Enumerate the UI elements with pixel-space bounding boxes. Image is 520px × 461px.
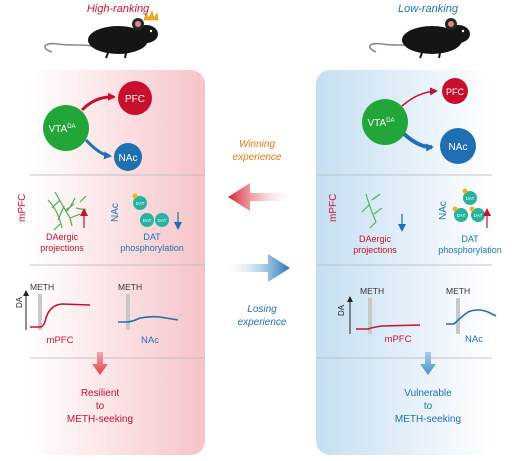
left-outcome-line2: to bbox=[96, 401, 105, 412]
left-dopa-line1: DAergic bbox=[46, 232, 79, 242]
right-panel bbox=[316, 70, 492, 455]
right-mpfc-vertical: mPFC bbox=[328, 194, 339, 222]
right-outcome-line3: METH-seeking bbox=[395, 414, 461, 425]
left-vta-label: VTADA bbox=[48, 124, 75, 135]
right-trace1-label: mPFC bbox=[385, 334, 412, 345]
mouse-high-icon bbox=[44, 10, 159, 59]
left-nac-trace bbox=[118, 315, 179, 323]
left-meth2-bar bbox=[126, 294, 130, 330]
svg-text:DAT: DAT bbox=[143, 218, 152, 223]
winning-line2: experience bbox=[233, 152, 282, 163]
left-pfc-circle bbox=[118, 81, 152, 115]
svg-text:DAT: DAT bbox=[158, 218, 167, 223]
svg-text:DAT: DAT bbox=[474, 213, 483, 218]
left-da-axis-head bbox=[23, 290, 29, 296]
right-vta-label: VTADA bbox=[367, 118, 394, 129]
left-dat-line1: DAT bbox=[143, 232, 161, 242]
right-nac-trace bbox=[446, 309, 497, 325]
right-outcome-line2: to bbox=[424, 401, 433, 412]
left-meth1: METH bbox=[30, 282, 54, 292]
right-dopa-line2: projections bbox=[353, 245, 397, 255]
right-pfc-circle bbox=[442, 78, 468, 104]
left-dat-line2: phosphorylation bbox=[120, 243, 184, 253]
left-mpfc-vertical: mPFC bbox=[17, 194, 28, 222]
right-dat-line1: DAT bbox=[461, 234, 479, 244]
left-nac-circle bbox=[114, 143, 142, 171]
crown-icon bbox=[143, 10, 159, 21]
left-meth1-bar bbox=[38, 294, 42, 330]
right-vta-pfc-arrow bbox=[401, 87, 438, 107]
left-outcome-line3: METH-seeking bbox=[67, 414, 133, 425]
left-nac-vertical: NAc bbox=[110, 203, 121, 222]
left-trace1-label: mPFC bbox=[47, 335, 74, 346]
left-meth2: METH bbox=[118, 282, 142, 292]
right-dat-line2: phosphorylation bbox=[438, 245, 502, 255]
right-meth2: METH bbox=[446, 286, 470, 296]
right-projections-icon bbox=[361, 193, 383, 229]
right-title: Low-ranking bbox=[398, 3, 459, 15]
left-outcome-line1: Resilient bbox=[81, 388, 120, 399]
mouse-low-icon bbox=[369, 18, 470, 59]
left-dat-molecules: DAT DAT DAT bbox=[132, 193, 169, 227]
left-nac-label: NAc bbox=[119, 153, 138, 164]
right-da-axis: DA bbox=[337, 304, 346, 316]
left-vta-nac-arrow bbox=[84, 138, 112, 160]
right-mpfc-trace bbox=[356, 324, 421, 330]
losing-line2: experience bbox=[238, 317, 287, 328]
right-vta-circle bbox=[362, 99, 408, 145]
right-meth2-bar bbox=[456, 298, 460, 334]
right-meth1: METH bbox=[360, 286, 384, 296]
left-panel bbox=[30, 70, 205, 455]
right-dat-molecules: DAT DAT DAT bbox=[452, 188, 485, 222]
right-dopa-line1: DAergic bbox=[359, 234, 392, 244]
losing-arrow bbox=[228, 254, 290, 282]
right-da-axis-head bbox=[347, 296, 353, 302]
left-da-axis: DA bbox=[15, 296, 24, 308]
right-trace2-label: NAc bbox=[465, 334, 483, 345]
right-outcome-line1: Vulnerable bbox=[404, 388, 452, 399]
right-nac-vertical: NAc bbox=[438, 201, 449, 220]
right-pfc-label: PFC bbox=[446, 87, 465, 97]
losing-line1: Losing bbox=[247, 304, 277, 315]
left-trace2-label: NAc bbox=[141, 335, 159, 346]
left-outcome-arrow bbox=[92, 352, 108, 375]
left-vta-circle bbox=[43, 105, 89, 151]
left-pfc-label: PFC bbox=[125, 94, 145, 105]
right-vta-nac-arrow bbox=[402, 132, 434, 152]
winning-line1: Winning bbox=[239, 139, 275, 150]
left-vta-pfc-arrow bbox=[80, 92, 116, 112]
svg-text:DAT: DAT bbox=[457, 213, 466, 218]
right-outcome-arrow bbox=[420, 352, 436, 375]
left-mpfc-trace bbox=[30, 303, 91, 328]
left-title: High-ranking bbox=[87, 3, 150, 15]
left-dopa-line2: projections bbox=[40, 243, 84, 253]
right-nac-label: NAc bbox=[449, 142, 468, 153]
right-nac-circle bbox=[440, 128, 476, 164]
svg-text:DAT: DAT bbox=[136, 201, 145, 206]
winning-arrow bbox=[228, 183, 290, 211]
svg-text:DAT: DAT bbox=[466, 196, 475, 201]
right-meth1-bar bbox=[368, 298, 372, 334]
